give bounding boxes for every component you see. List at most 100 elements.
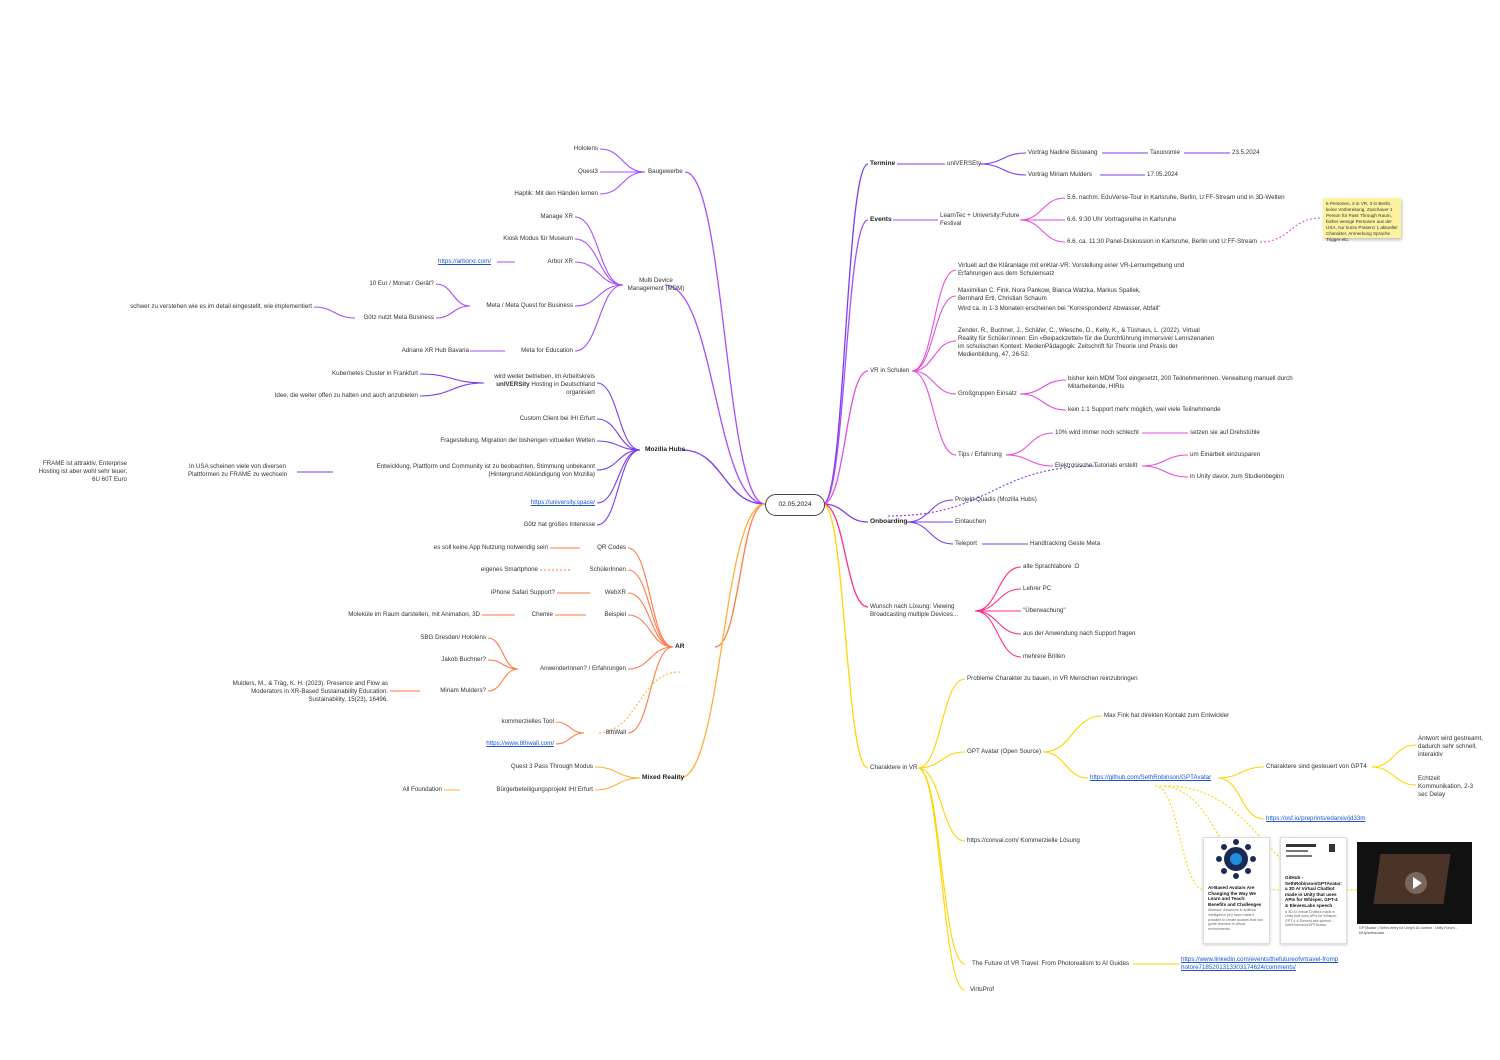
- node-goetz-meta[interactable]: Götz nutzt Meta Business: [363, 314, 434, 321]
- node-entwicklung[interactable]: Entwicklung, Plattform und Community ist…: [376, 463, 595, 478]
- node-buerger[interactable]: Bürgerbeteiligungsprojekt IHI Erfurt: [496, 786, 593, 793]
- node-8thwall[interactable]: 8thWall: [605, 729, 626, 736]
- node-antwort[interactable]: Antwort wird gestreamt, dadurch sehr sch…: [1418, 735, 1483, 758]
- node-10-prozent[interactable]: 10% wird immer noch schlecht: [1055, 429, 1139, 436]
- node-mozilla-hubs[interactable]: Mozilla Hubs: [645, 446, 686, 453]
- node-authors-note[interactable]: Wird ca. in 1-3 Monaten erscheinen bei "…: [958, 305, 1161, 312]
- node-eintauchen[interactable]: Eintauchen: [955, 518, 986, 525]
- node-meta-edu[interactable]: Meta for Education: [521, 347, 573, 354]
- node-smartphone[interactable]: eigenes Smartphone: [480, 566, 538, 573]
- node-vortrag-miriam[interactable]: Vortrag Miriam Mulders: [1028, 171, 1092, 178]
- node-all-foundation[interactable]: All Foundation: [402, 786, 442, 793]
- node-ueberwachung[interactable]: "Überwachung": [1023, 607, 1066, 614]
- node-manage-xr[interactable]: Manage XR: [540, 213, 573, 220]
- node-events[interactable]: Events: [870, 216, 892, 223]
- node-echtzeit[interactable]: Echtzeit Kommunikation, 2-3 sec Delay: [1418, 775, 1474, 798]
- node-tips[interactable]: Tips / Erfahrung: [958, 451, 1002, 458]
- link-8thwall[interactable]: https://www.8thwall.com/: [486, 740, 554, 747]
- node-fragestellung[interactable]: Fragestellung, Migration der bisherigen …: [440, 437, 595, 444]
- node-event-6-6-930[interactable]: 6.6. 9:30 Uhr Vortragsreihe in Karlsruhe: [1067, 216, 1177, 223]
- node-chemie[interactable]: Chemie: [531, 611, 553, 618]
- node-convai[interactable]: https://convai.com/ Kommerzielle Lösung: [967, 837, 1080, 845]
- node-adriane[interactable]: Adriane XR Hub Bavaria: [401, 347, 469, 354]
- node-wunsch[interactable]: Wunsch nach Lösung: Viewing Broadcasting…: [870, 603, 959, 618]
- node-event-5-6[interactable]: 5.6. nachm. EduVerse-Tour in Karlsruhe, …: [1067, 194, 1285, 201]
- node-price[interactable]: 10 Eur / Monat / Gerät?: [369, 280, 434, 287]
- node-webxr[interactable]: WebXR: [604, 589, 626, 596]
- node-gpt4[interactable]: Charaktere sind gesteuert von GPT4: [1266, 763, 1367, 770]
- node-mulders-ref[interactable]: Mulders, M., & Träg, K. H. (2023). Prese…: [232, 680, 388, 703]
- node-mixed-reality[interactable]: Mixed Reality: [642, 774, 685, 781]
- node-event-6-6-1130[interactable]: 6.6. ca. 11:30 Panel-Diskussion in Karls…: [1067, 238, 1258, 245]
- node-meta-business[interactable]: Meta / Meta Quest for Business: [486, 302, 573, 309]
- node-ar[interactable]: AR: [675, 643, 685, 650]
- node-molekule[interactable]: Moleküle im Raum darstellen, mit Animati…: [348, 611, 480, 618]
- link-university-space[interactable]: https://university.space/: [530, 499, 595, 506]
- link-convai[interactable]: https://convai.com/: [967, 837, 1019, 844]
- node-hard-to-understand[interactable]: schwer zu verstehen wie es im detail ein…: [130, 303, 312, 310]
- node-teleport[interactable]: Teleport: [955, 540, 978, 547]
- link-osf[interactable]: https://osf.io/preprints/edarxiv/jd33m: [1266, 815, 1366, 822]
- node-vr-schulen[interactable]: VR in Schulen: [870, 367, 910, 374]
- node-frame[interactable]: FRAME ist attraktiv, Enterprise Hosting …: [38, 460, 127, 483]
- node-beispiel[interactable]: Beispiel: [604, 611, 626, 618]
- node-date-17-05[interactable]: 17.05.2024: [1147, 171, 1178, 178]
- node-schuler[interactable]: SchülerInnen: [589, 566, 626, 573]
- node-kiosk[interactable]: Kiosk Modus für Museum: [503, 235, 573, 242]
- node-max-fink[interactable]: Max Fink hat direkten Kontakt zum Entwic…: [1104, 712, 1230, 719]
- node-authors[interactable]: Maximilian C. Fink, Nora Pankow, Bianca …: [958, 287, 1141, 302]
- node-quadis[interactable]: Projekt Quadis (Mozilla Hubs): [955, 496, 1037, 503]
- node-baugewerbe[interactable]: Baugewerbe: [648, 168, 683, 175]
- node-idee[interactable]: Idee, die weiter offen zu halten und auc…: [274, 392, 418, 399]
- node-kubernetes[interactable]: Kubernetes Cluster in Frankfurt: [332, 370, 418, 377]
- center-node[interactable]: 02.05.2024: [765, 494, 825, 516]
- node-virtuell-klaranlage[interactable]: Virtuell auf die Kläranlage mit enKlar-V…: [958, 262, 1185, 277]
- link-linkedin[interactable]: https://www.linkedin.com/events/thefutur…: [1181, 956, 1339, 971]
- node-lehrer-pc[interactable]: Lehrer PC: [1023, 585, 1052, 592]
- node-onboarding[interactable]: Onboarding: [870, 518, 908, 525]
- node-haptik[interactable]: Haptik: Mit den Händen lernen: [514, 190, 598, 197]
- node-charaktere[interactable]: Charaktere in VR: [870, 764, 918, 771]
- node-no-app[interactable]: es soll keine App Nutzung notwendig sein: [433, 544, 548, 551]
- link-gptavatar[interactable]: https://github.com/SethRobinson/GPTAvata…: [1090, 774, 1212, 781]
- node-einarbeit[interactable]: um Einarbeit einzusparen: [1190, 451, 1261, 458]
- preview-card-github[interactable]: GitHub - SethRobinson/GPTAvatar: a 3D AI…: [1280, 837, 1347, 944]
- node-quest3[interactable]: Quest3: [578, 168, 598, 175]
- node-grossgruppen[interactable]: Großgruppen Einsatz: [958, 390, 1017, 397]
- node-arbor-xr[interactable]: Arbor XR: [547, 258, 573, 265]
- node-goetz-interest[interactable]: Götz hat großes Interesse: [523, 521, 595, 528]
- node-virtuprof[interactable]: VirtuProf: [970, 986, 994, 993]
- link-arborxr[interactable]: https://arborxr.com/: [438, 258, 491, 265]
- node-drehstuhle[interactable]: setzen sie auf Drehstühle: [1190, 429, 1260, 436]
- node-hololens[interactable]: Hololens: [573, 145, 598, 152]
- node-vortrag-nadine[interactable]: Vortrag Nadine Bisswang: [1028, 149, 1098, 156]
- node-kein-support[interactable]: kein 1:1 Support mehr möglich, weil viel…: [1068, 406, 1221, 413]
- node-bisher[interactable]: bisher kein MDM Tool eingesetzt, 200 Tei…: [1068, 375, 1293, 390]
- node-sprachlabore[interactable]: alte Sprachlabore :D: [1023, 563, 1080, 570]
- node-date-23-5[interactable]: 23.5.2024: [1232, 149, 1260, 156]
- node-anwender[interactable]: AnwenderInnen? / Erfahrungen: [540, 665, 626, 672]
- node-termine[interactable]: Termine: [870, 160, 896, 167]
- node-custom-client[interactable]: Custom Client bei IHI Erfurt: [519, 415, 595, 422]
- node-learntec[interactable]: LearnTec + University:Future Festival: [940, 212, 1020, 227]
- node-taxonomie[interactable]: Taxonomie: [1150, 149, 1180, 156]
- node-jakob[interactable]: Jakob Buchner?: [441, 656, 486, 663]
- node-gpt-avatar[interactable]: GPT Avatar (Open Source): [967, 748, 1042, 755]
- node-zender-ref[interactable]: Zender, R., Buchner, J., Schäfer, C., Wi…: [958, 327, 1215, 358]
- node-probleme[interactable]: Probleme Charakter zu bauen, in VR Mensc…: [967, 675, 1138, 682]
- node-handtracking[interactable]: Handtracking Geste Meta: [1030, 540, 1101, 547]
- node-support-fragen[interactable]: aus der Anwendung nach Support fragen: [1023, 630, 1136, 637]
- preview-card-article[interactable]: AI-Based Avatars Are Changing the Way We…: [1203, 837, 1270, 944]
- node-mozilla-university[interactable]: wird weiter betrieben, im Arbeitskreis u…: [485, 373, 595, 397]
- node-universety[interactable]: uniVERSEty: [947, 160, 982, 167]
- video-preview[interactable]: [1357, 842, 1472, 924]
- node-future-vr[interactable]: The Future of VR Travel: From Photoreali…: [972, 960, 1130, 967]
- node-tutorials[interactable]: Elektronische Tutorials erstellt: [1055, 462, 1138, 469]
- node-kommerz[interactable]: kommerzielles Tool: [501, 718, 555, 725]
- node-miriam[interactable]: Miriam Mulders?: [440, 687, 486, 694]
- node-quest-passthrough[interactable]: Quest 3 Pass Through Modus: [510, 763, 593, 770]
- node-usa[interactable]: In USA scheinen viele von diversen Platt…: [187, 463, 288, 478]
- node-iphone[interactable]: iPhone Safari Support?: [491, 589, 555, 596]
- sticky-note[interactable]: 6 Personen, 3 in VR, 3 in Berlin, keine …: [1323, 198, 1401, 242]
- node-sbg[interactable]: SBG Dresden/ Hololens: [420, 634, 486, 641]
